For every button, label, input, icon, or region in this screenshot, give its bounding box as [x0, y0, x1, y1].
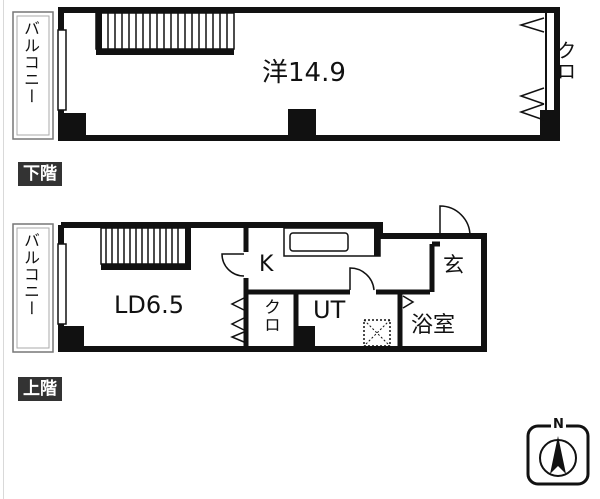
lower-floor-tag: 下階 [18, 162, 62, 186]
lower-pillar-left [64, 113, 86, 135]
upper-outer-walls [58, 222, 487, 352]
lower-pillar-center [288, 109, 316, 135]
upper-door-icons [221, 205, 471, 291]
lower-closet-label: クロ [553, 40, 577, 82]
left-frame-line [3, 0, 4, 499]
upper-floor-plan [12, 205, 487, 353]
upper-staircase [100, 227, 191, 270]
upper-internal-walls [243, 228, 440, 346]
upper-closet-label: クロ [260, 298, 280, 334]
upper-pillar-mid [295, 326, 315, 346]
lower-floor-plan [12, 7, 560, 141]
upper-entrance-label: 玄 [443, 253, 464, 277]
lower-staircase [95, 12, 235, 55]
lower-balcony-label: バルコニー [21, 20, 40, 105]
upper-bath-label: 浴室 [411, 313, 456, 338]
upper-ut-label: UT [313, 296, 346, 324]
upper-balcony-label: バルコニー [21, 232, 40, 317]
upper-closet-door-icons [230, 297, 245, 343]
compass [526, 424, 590, 486]
upper-ld-label: LD6.5 [114, 291, 185, 319]
compass-north-label: N [551, 417, 566, 432]
upper-balcony [12, 223, 54, 353]
washer-pan [363, 319, 391, 347]
upper-kitchen-label: K [259, 252, 274, 277]
lower-balcony [12, 11, 54, 140]
upper-pillar-left [64, 326, 84, 346]
lower-closet-door-icons [518, 17, 545, 121]
kitchen-counter [283, 227, 381, 257]
lower-western-room-label: 洋14.9 [262, 58, 346, 88]
upper-floor-tag: 上階 [18, 377, 62, 401]
